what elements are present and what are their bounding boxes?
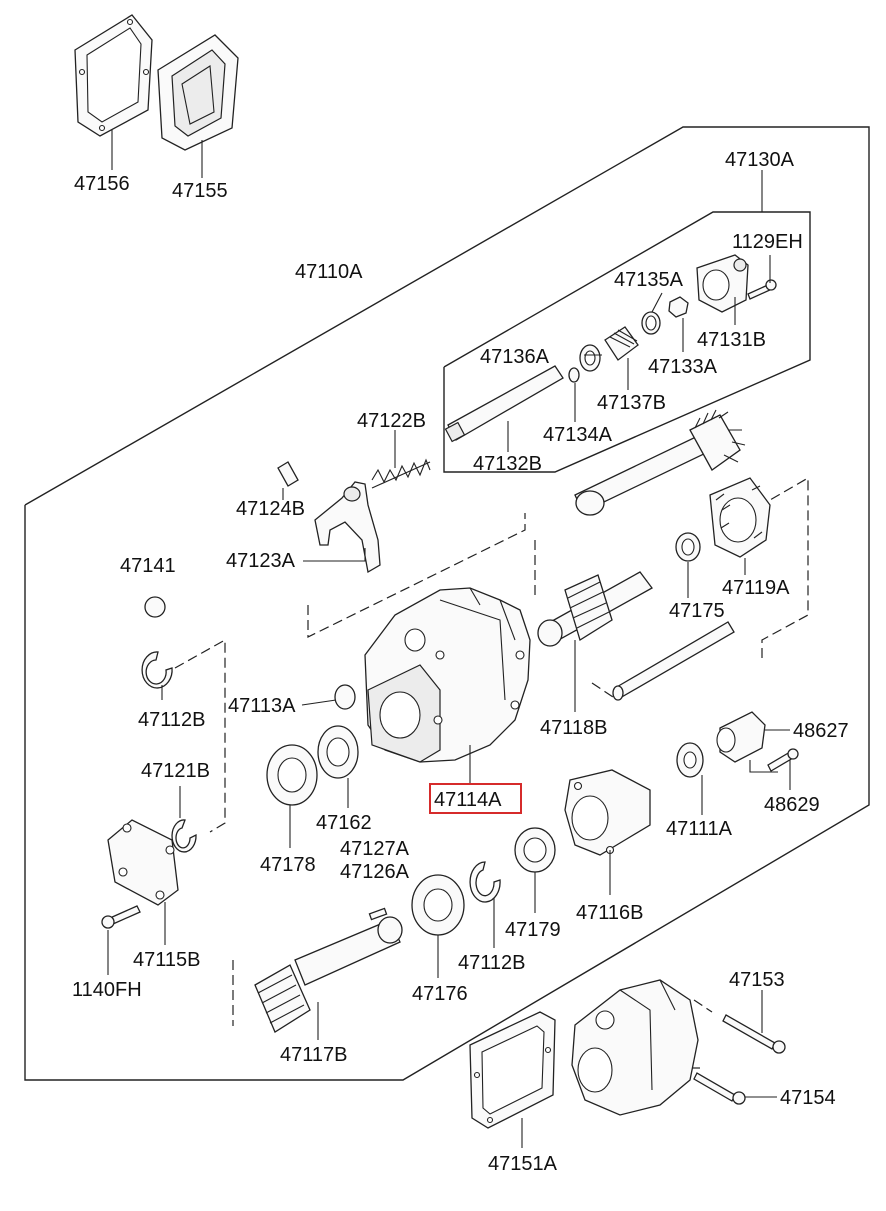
- label-47122B[interactable]: 47122B: [357, 410, 426, 432]
- label-47115B[interactable]: 47115B: [133, 949, 200, 971]
- part-47134A-oring[interactable]: [568, 367, 580, 383]
- label-47117B[interactable]: 47117B: [280, 1044, 347, 1066]
- label-47118B[interactable]: 47118B: [540, 717, 607, 739]
- label-47131B[interactable]: 47131B: [697, 329, 766, 351]
- label-47113A[interactable]: 47113A: [228, 695, 296, 717]
- highlight-box-47114A: [429, 783, 522, 814]
- label-47153[interactable]: 47153: [729, 969, 785, 991]
- part-1140FH-bolt[interactable]: [101, 905, 141, 929]
- part-47179-bearing[interactable]: [514, 827, 556, 873]
- part-47123A-shift-fork[interactable]: [314, 481, 381, 574]
- part-47121B-snap-ring[interactable]: [171, 819, 197, 853]
- label-47111A[interactable]: 47111A: [666, 818, 733, 840]
- label-47114A[interactable]: 47114A: [434, 789, 502, 811]
- label-47133A[interactable]: 47133A: [648, 356, 718, 378]
- label-47134A[interactable]: 47134A: [543, 424, 613, 446]
- label-47132B[interactable]: 47132B: [473, 453, 542, 475]
- part-47119A-gear[interactable]: [709, 477, 771, 558]
- label-47116B[interactable]: 47116B: [576, 902, 643, 924]
- label-47135A[interactable]: 47135A: [614, 269, 684, 291]
- part-47155-cover[interactable]: [157, 34, 239, 151]
- label-47136A[interactable]: 47136A: [480, 346, 550, 368]
- label-48629[interactable]: 48629: [764, 794, 820, 816]
- part-adapter-housing-bottom[interactable]: [571, 979, 699, 1116]
- part-47151A-gasket[interactable]: [469, 1011, 556, 1129]
- label-47110A[interactable]: 47110A: [295, 261, 363, 283]
- label-47124B[interactable]: 47124B: [236, 498, 305, 520]
- part-47124B-pin[interactable]: [277, 461, 299, 487]
- part-48629-bolt[interactable]: [767, 748, 799, 772]
- assembly-frame-47110A: [24, 126, 870, 1081]
- label-47154[interactable]: 47154: [780, 1087, 836, 1109]
- part-47126A-key[interactable]: [368, 907, 388, 921]
- part-1129EH-bolt[interactable]: [747, 279, 777, 300]
- label-47127A[interactable]: 47127A: [340, 838, 410, 860]
- label-47126A[interactable]: 47126A: [340, 861, 410, 883]
- label-47141[interactable]: 47141: [120, 555, 176, 577]
- subassembly-frame-47130A: [443, 211, 811, 473]
- part-47132B-shift-rod[interactable]: [444, 365, 564, 443]
- label-47112B-left[interactable]: 47112B: [138, 709, 205, 731]
- label-47155[interactable]: 47155: [172, 180, 228, 202]
- label-47130A[interactable]: 47130A: [725, 149, 795, 171]
- part-gear-shaft-upper[interactable]: [574, 409, 746, 516]
- part-47162-bearing[interactable]: [317, 725, 359, 779]
- part-47178-bearing[interactable]: [266, 744, 318, 806]
- label-47137B[interactable]: 47137B: [597, 392, 666, 414]
- part-47122B-spring[interactable]: [371, 458, 431, 489]
- part-47136A-seal[interactable]: [579, 344, 601, 372]
- label-47123A[interactable]: 47123A: [226, 550, 296, 572]
- part-47137B-boot[interactable]: [604, 326, 639, 361]
- label-47119A[interactable]: 47119A: [722, 577, 790, 599]
- part-47176-bearing[interactable]: [411, 874, 465, 936]
- part-47154-bolt[interactable]: [693, 1072, 746, 1105]
- part-47156-gasket[interactable]: [74, 14, 153, 137]
- part-47135A-ring[interactable]: [641, 311, 661, 335]
- label-47156[interactable]: 47156: [74, 173, 130, 195]
- label-47162[interactable]: 47162: [316, 812, 372, 834]
- part-47133A-nut[interactable]: [668, 296, 689, 318]
- part-47153-bolt[interactable]: [722, 1014, 786, 1054]
- label-47179[interactable]: 47179: [505, 919, 561, 941]
- label-47151A[interactable]: 47151A: [488, 1153, 558, 1175]
- part-47118B-gear-shaft[interactable]: [537, 571, 653, 647]
- label-47121B[interactable]: 47121B: [141, 760, 210, 782]
- part-47175-bearing[interactable]: [675, 532, 701, 562]
- part-shift-shaft-long[interactable]: [612, 621, 735, 701]
- part-47113A-bushing[interactable]: [334, 684, 356, 710]
- label-47176[interactable]: 47176: [412, 983, 468, 1005]
- label-47175[interactable]: 47175: [669, 600, 725, 622]
- part-47112B-snap-ring-left[interactable]: [141, 651, 173, 689]
- label-47178[interactable]: 47178: [260, 854, 316, 876]
- part-47131B-flange[interactable]: [696, 254, 749, 313]
- part-47111A-washer[interactable]: [676, 742, 704, 778]
- part-47117B-output-shaft[interactable]: [254, 916, 403, 1033]
- label-1129EH[interactable]: 1129EH: [732, 231, 803, 253]
- label-48627[interactable]: 48627: [793, 720, 849, 742]
- part-47112B-snap-ring-bottom[interactable]: [469, 861, 501, 903]
- part-47115B-cover[interactable]: [107, 819, 179, 906]
- part-47116B-extension-housing[interactable]: [564, 769, 651, 856]
- part-47114A-pto-housing[interactable]: [364, 587, 531, 763]
- label-1140FH[interactable]: 1140FH: [72, 979, 142, 1001]
- part-48627-coupling[interactable]: [716, 711, 766, 763]
- part-47141-plug[interactable]: [144, 596, 166, 618]
- label-47112B-bottom[interactable]: 47112B: [458, 952, 525, 974]
